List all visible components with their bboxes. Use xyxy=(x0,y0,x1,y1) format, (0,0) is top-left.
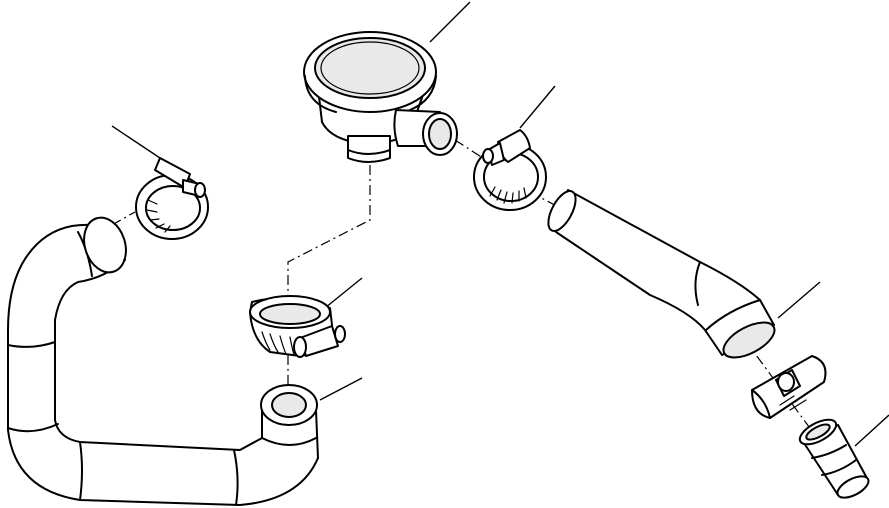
leader-line-fitting xyxy=(854,414,889,447)
fitting-icon xyxy=(798,418,870,499)
leader-line-clamp-left xyxy=(111,125,161,159)
curved-hose-right xyxy=(547,189,776,359)
leader-line-u-hose xyxy=(319,377,363,401)
drain-cup-icon xyxy=(303,31,458,163)
leader-line-curved-hose xyxy=(777,281,821,319)
center-line-outlet-to-clamp xyxy=(454,139,487,161)
hose-clamp-icon xyxy=(135,157,209,240)
leader-line-drain-cup xyxy=(429,1,471,43)
u-hose-left xyxy=(7,216,319,506)
hose-clamp-icon xyxy=(249,295,346,358)
center-line-clamp-to-u-hose xyxy=(111,211,136,226)
leader-line-clamp-upper-right xyxy=(519,85,556,129)
hose-clamp-icon xyxy=(473,129,547,211)
hose-clamp-icon xyxy=(751,355,827,419)
